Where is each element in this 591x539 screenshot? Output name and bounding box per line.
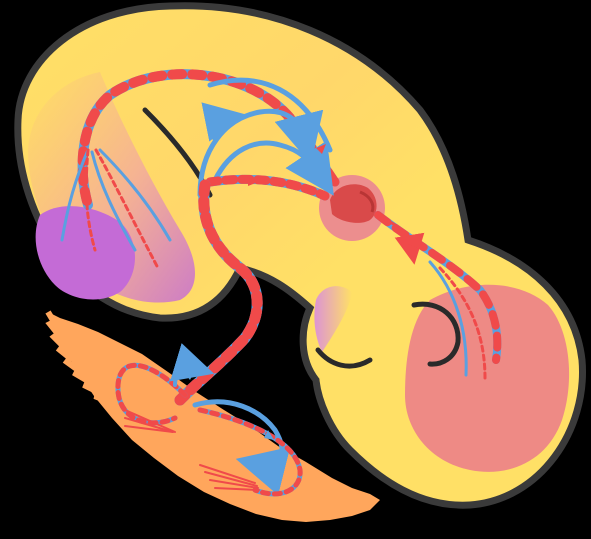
arrow-icon — [184, 372, 194, 380]
cheek — [405, 285, 569, 472]
nodule — [319, 175, 385, 241]
